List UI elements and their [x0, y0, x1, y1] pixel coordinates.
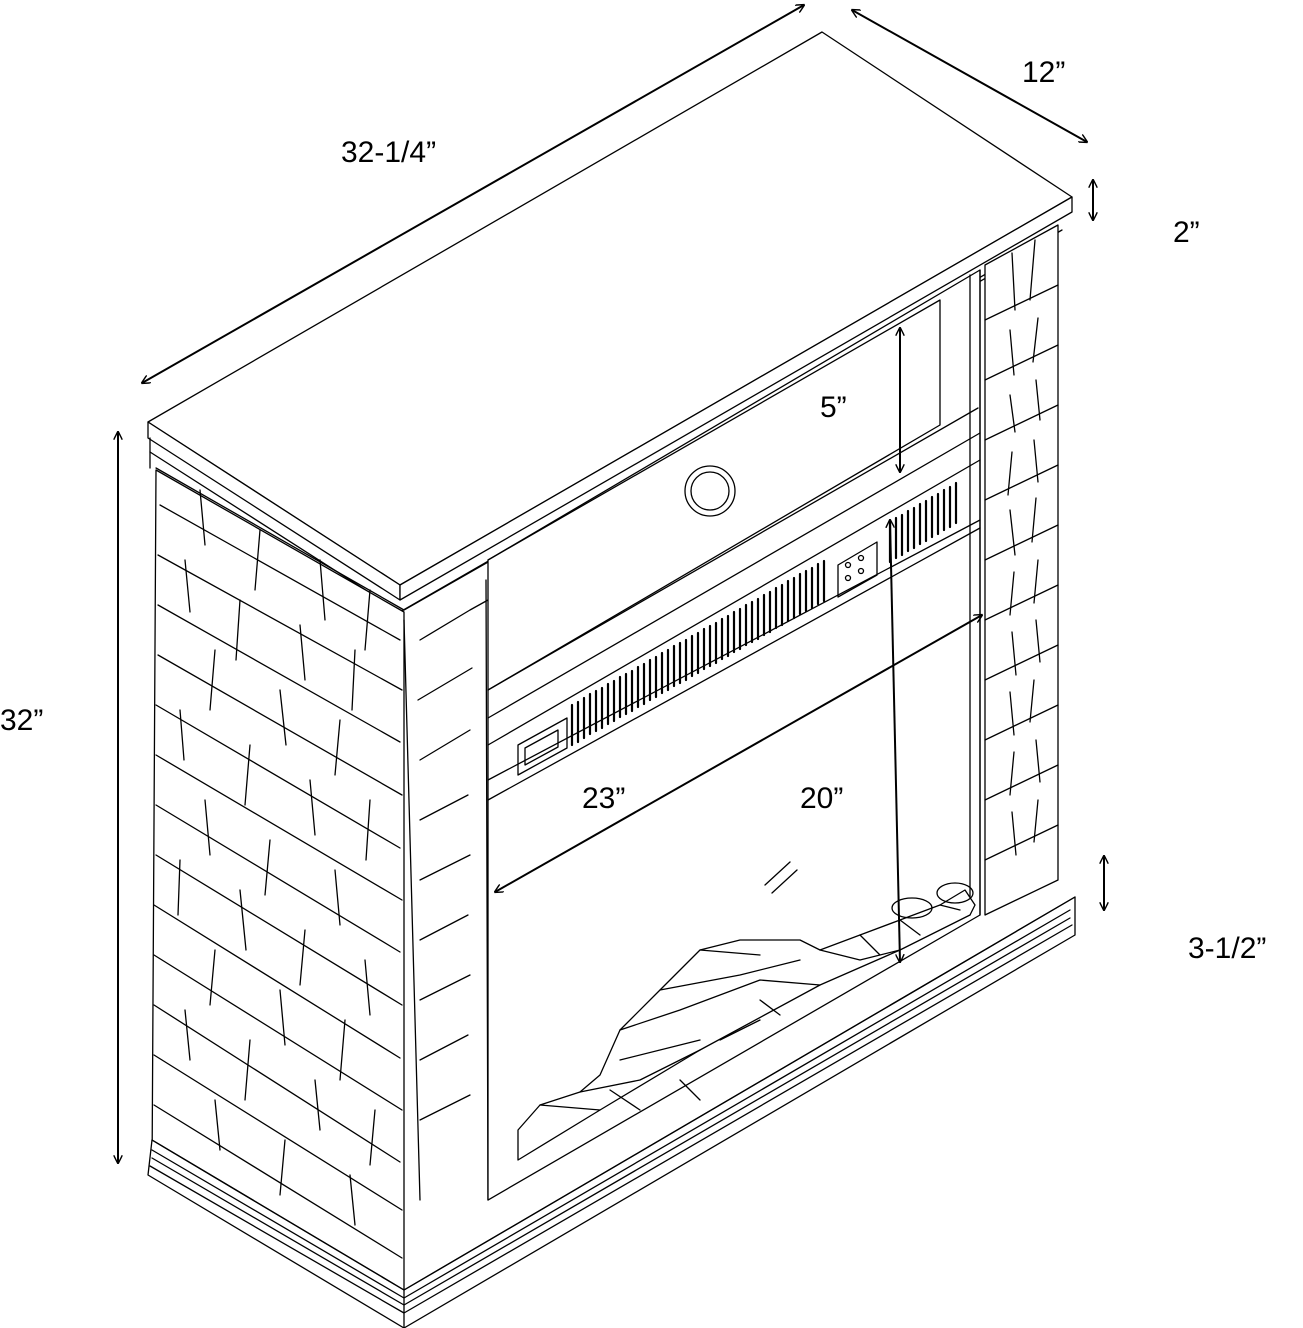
right-side-panel — [984, 224, 1059, 916]
opening-height-label: 20” — [800, 782, 844, 815]
opening-height-arrow — [890, 520, 900, 962]
width-arrow — [142, 5, 804, 383]
top-thickness-label: 2” — [1173, 216, 1200, 249]
round-knob — [684, 465, 736, 517]
shelf-height-label: 5” — [820, 391, 847, 424]
dimension-arrows — [118, 5, 1104, 1163]
base-height-label: 3-1/2” — [1188, 932, 1267, 965]
overall-height-label: 32” — [0, 704, 44, 737]
overall-depth-label: 12” — [1022, 56, 1066, 89]
control-panel — [837, 541, 878, 598]
overall-width-label: 32-1/4” — [341, 136, 437, 169]
depth-arrow — [852, 10, 1087, 142]
opening-width-label: 23” — [582, 782, 626, 815]
base-plinth — [147, 896, 1076, 1328]
